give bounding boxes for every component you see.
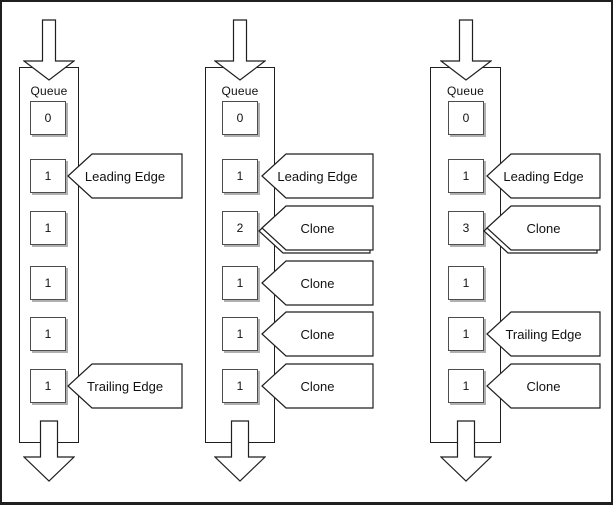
- queue-title: Queue: [221, 84, 259, 98]
- queue-cell: 1: [30, 211, 66, 245]
- queue-cell: 1: [448, 266, 484, 300]
- queue-inflow-arrow-icon: [438, 19, 493, 81]
- queue-title: Queue: [446, 84, 485, 98]
- queue-cell: 1: [30, 369, 66, 403]
- trailing-edge-callout: Trailing Edge: [67, 363, 183, 409]
- queue-cell: 1: [30, 159, 66, 193]
- callout-label: Trailing Edge: [86, 378, 164, 394]
- callout-label: Clone: [300, 275, 335, 291]
- queue-outflow-arrow-icon: [213, 420, 267, 482]
- clone-callout: Clone: [261, 363, 374, 409]
- queue-outflow-arrow-icon: [439, 420, 492, 482]
- queue-cell: 1: [222, 369, 258, 403]
- leading-edge-callout: Leading Edge: [261, 153, 374, 199]
- clone-callout: Clone: [261, 311, 374, 357]
- trailing-edge-callout: Trailing Edge: [486, 311, 601, 357]
- queue-cell: 1: [222, 317, 258, 351]
- queue-cell: 3: [448, 211, 484, 245]
- queue-cell: 0: [448, 101, 484, 135]
- queue-cell: 1: [30, 317, 66, 351]
- callout-label: Clone: [300, 326, 335, 342]
- queue-inflow-arrow-icon: [22, 19, 76, 81]
- queue-title: Queue: [30, 84, 68, 98]
- queue-cell: 1: [222, 159, 258, 193]
- queue-cell: 1: [448, 317, 484, 351]
- callout-label: Clone: [526, 220, 561, 236]
- queue-inflow-arrow-icon: [213, 19, 267, 81]
- callout-label: Clone: [526, 378, 561, 394]
- callout-label: Leading Edge: [84, 168, 166, 184]
- queue-cell: 2: [222, 211, 258, 245]
- queue-cell: 1: [448, 369, 484, 403]
- clone-callout: Clone: [486, 363, 601, 409]
- clone-callout: Clone: [261, 260, 374, 306]
- queue-outflow-arrow-icon: [22, 420, 76, 482]
- callout-label: Trailing Edge: [505, 326, 582, 342]
- queue-cell: 0: [222, 101, 258, 135]
- queue-cell: 1: [448, 159, 484, 193]
- queue-cell: 1: [222, 266, 258, 300]
- clone-callout: Clone: [483, 205, 601, 254]
- leading-edge-callout: Leading Edge: [486, 153, 601, 199]
- callout-label: Leading Edge: [277, 168, 358, 184]
- queue-cell: 1: [30, 266, 66, 300]
- callout-label: Clone: [300, 378, 335, 394]
- clone-callout: Clone: [258, 205, 374, 254]
- leading-edge-callout: Leading Edge: [67, 153, 183, 199]
- queue-cell: 0: [30, 101, 66, 135]
- callout-label: Clone: [300, 220, 335, 236]
- callout-label: Leading Edge: [503, 168, 584, 184]
